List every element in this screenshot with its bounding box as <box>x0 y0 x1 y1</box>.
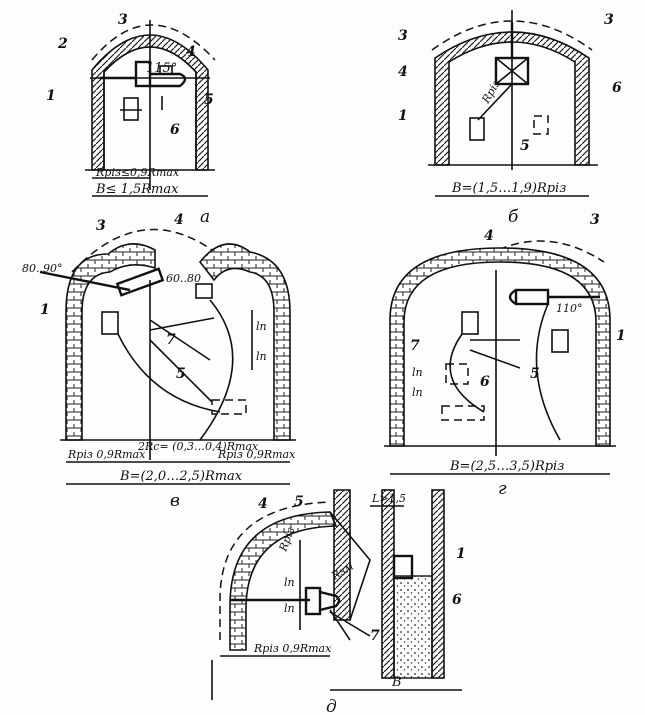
panel-d-label-1: 1 <box>456 546 466 562</box>
panel-v-label-4: 4 <box>174 212 184 228</box>
panel-d-side-dim-1: lп <box>284 576 295 589</box>
panel-g-label-4: 4 <box>484 228 494 244</box>
panel-v-angle-left: 80..90° <box>22 262 63 275</box>
panel-a-label-2: 2 <box>57 36 68 52</box>
panel-g-label-7: 7 <box>410 338 420 354</box>
panel-a-dim-top: Rріз≤0,9Rmax <box>95 166 180 179</box>
panel-d-label-7: 7 <box>370 628 380 644</box>
panel-b-label-6: 6 <box>612 80 622 96</box>
panel-b-label-4: 4 <box>398 64 408 80</box>
panel-d-side-dim-2: lп <box>284 602 295 615</box>
panel-v-dim-right: Rріз 0,9Rmax <box>217 448 296 461</box>
panel-v-caption: в <box>170 491 180 511</box>
panel-v-label-7: 7 <box>166 332 176 348</box>
panel-v-label-1: 1 <box>40 302 50 318</box>
panel-v-label-3: 3 <box>96 218 106 234</box>
panel-a-label-5: 5 <box>204 92 214 108</box>
panel-v-dim-left: Rріз 0,9Rmax <box>67 448 146 461</box>
panel-d-dim-left: Rріз 0,9Rmax <box>253 642 332 655</box>
panel-g-label-6: 5 <box>530 366 540 382</box>
panel-a-label-4: 4 <box>186 44 196 60</box>
panel-g-label-3: 3 <box>590 212 600 228</box>
panel-d-label-6: 6 <box>452 592 462 608</box>
panel-g-label-5: 6 <box>480 374 490 390</box>
panel-b-dim-bottom: B=(1,5…1,9)Rріз <box>451 181 566 196</box>
panel-a-dim-bottom: B≤ 1,5Rmax <box>95 182 179 197</box>
panel-b-label-5: 5 <box>520 138 530 154</box>
panel-d-dim-bottom: B <box>391 675 402 690</box>
panel-v <box>39 228 296 460</box>
panel-b-label-1: 1 <box>398 108 408 124</box>
panel-a <box>85 20 216 190</box>
panel-g-label-1: 1 <box>616 328 626 344</box>
panel-v-label-5: 5 <box>176 366 186 382</box>
panel-b-caption: б <box>508 207 519 227</box>
panel-v-angle-right: 60..80 <box>166 272 201 285</box>
panel-a-angle: 115° <box>146 61 177 76</box>
panel-a-label-1: 1 <box>46 88 56 104</box>
panel-g-angle: 110° <box>556 302 583 315</box>
panel-a-caption: а <box>200 207 210 227</box>
panel-v-dim-mid: 2Rc= (0,3…0,4)Rmax <box>137 440 259 453</box>
panel-g-dim-bottom: B=(2,5…3,5)Rріз <box>449 459 564 474</box>
panel-d-dim-top: L>1,5 <box>371 492 406 505</box>
panel-a-label-3: 3 <box>118 12 128 28</box>
panel-g-side-dim-2: lп <box>412 386 423 399</box>
panel-v-side-dim-2: lп <box>256 350 267 363</box>
panel-d-caption: д <box>326 697 337 715</box>
panel-g-side-dim-1: lп <box>412 366 423 379</box>
panel-b-label-3b: 3 <box>604 12 614 28</box>
panel-v-side-dim-1: lп <box>256 320 267 333</box>
panel-a-label-6: 6 <box>170 122 180 138</box>
panel-d <box>211 489 462 700</box>
panel-b <box>428 10 598 170</box>
panel-g <box>384 240 616 456</box>
panel-b-label-3a: 3 <box>398 28 408 44</box>
panel-g-caption: г <box>498 479 507 499</box>
panel-v-dim-bottom: B=(2,0…2,5)Rmax <box>119 469 243 484</box>
panel-d-label-4: 4 <box>258 496 268 512</box>
panel-d-label-5: 5 <box>294 494 304 510</box>
